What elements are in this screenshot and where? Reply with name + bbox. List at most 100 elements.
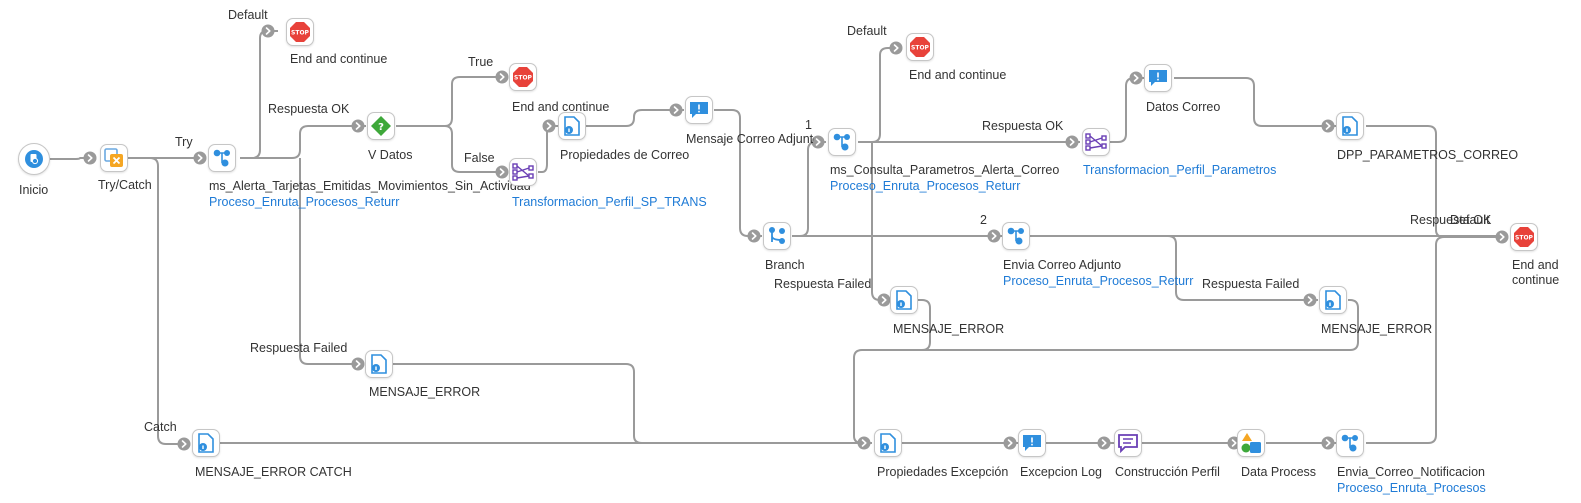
svg-text:?: ?: [378, 122, 384, 133]
edge-label-respuesta-failed-2: Respuesta Failed: [774, 277, 872, 291]
notify-icon: [1118, 434, 1138, 453]
transformacion-sp-label[interactable]: Transformacion_Perfil_SP_TRANS: [512, 195, 707, 209]
v-datos-decision-shape[interactable]: ?: [367, 112, 395, 140]
construccion-perfil-shape[interactable]: [1114, 429, 1142, 457]
edge-label-respuesta-failed-3: Respuesta Failed: [1202, 277, 1300, 291]
mensaje-error-catch-label: MENSAJE_ERROR CATCH: [195, 465, 352, 479]
connector-icon: [833, 133, 850, 151]
map-icon: [1085, 133, 1107, 151]
ms-alerta-sublabel[interactable]: Proceso_Enruta_Procesos_Returr: [209, 195, 400, 209]
edge-label-branch-2: 2: [980, 213, 987, 227]
edge-label-branch-1: 1: [805, 118, 812, 132]
try-catch-icon: [104, 148, 123, 167]
edge-label-catch: Catch: [144, 420, 177, 434]
mensaje-correo-shape[interactable]: [685, 96, 713, 124]
ms-consulta-connector-shape[interactable]: [828, 128, 856, 156]
decision-icon: ?: [371, 116, 391, 136]
stop-shape-true[interactable]: STOP: [509, 63, 537, 91]
svg-text:STOP: STOP: [911, 45, 930, 52]
envia-adjunto-connector-shape[interactable]: [1002, 222, 1030, 250]
propiedades-correo-shape[interactable]: [558, 112, 586, 140]
stop-shape-right[interactable]: STOP: [1510, 223, 1538, 251]
data-process-shape[interactable]: [1237, 429, 1265, 457]
ms-alerta-label: ms_Alerta_Tarjetas_Emitidas_Movimientos_…: [209, 179, 531, 193]
document-properties-icon: [880, 433, 896, 453]
stop-default-1-label: End and continue: [290, 52, 388, 66]
svg-text:STOP: STOP: [291, 30, 310, 37]
connector-icon: [1007, 227, 1024, 245]
edge-label-true: True: [468, 55, 494, 69]
edge-label-respuesta-ok-3: Respuesta OK: [1410, 213, 1492, 227]
stop-right-label: End and continue: [1512, 258, 1560, 287]
stop-sign-icon: STOP: [1514, 227, 1534, 247]
dpp-parametros-shape[interactable]: [1336, 112, 1364, 140]
stop-true-label: End and continue: [512, 100, 610, 114]
connector-icon: [213, 149, 230, 167]
mensaje-correo-label: Mensaje Correo Adjunto: [686, 132, 814, 146]
connector-icon: [1341, 434, 1358, 452]
stop-sign-icon: STOP: [513, 67, 533, 87]
document-properties-icon: [564, 116, 580, 136]
transformacion-sp-map-shape[interactable]: [509, 158, 537, 186]
envia-notificacion-connector-shape[interactable]: [1336, 429, 1364, 457]
mensaje-error-3-shape[interactable]: [1319, 286, 1347, 314]
ms-consulta-sublabel[interactable]: Proceso_Enruta_Procesos_Returr: [830, 179, 1021, 193]
svg-text:STOP: STOP: [514, 75, 533, 82]
dpp-parametros-label: DPP_PARAMETROS_CORREO: [1337, 148, 1519, 162]
mensaje-error-catch-shape[interactable]: [192, 429, 220, 457]
document-properties-icon: [198, 433, 214, 453]
document-properties-icon: [896, 290, 912, 310]
message-icon: [1149, 70, 1167, 86]
ms-alerta-connector-shape[interactable]: [208, 144, 236, 172]
stop-default-2-label: End and continue: [909, 68, 1007, 82]
propiedades-correo-label: Propiedades de Correo: [560, 148, 690, 162]
edge-label-default-1: Default: [228, 8, 268, 22]
propiedades-excepcion-label: Propiedades Excepción: [877, 465, 1009, 479]
start-icon: [25, 150, 43, 168]
datos-correo-label: Datos Correo: [1146, 100, 1221, 114]
excepcion-log-shape[interactable]: [1018, 429, 1046, 457]
edge-label-respuesta-ok-2: Respuesta OK: [982, 119, 1064, 133]
map-icon: [512, 163, 534, 181]
excepcion-log-label: Excepcion Log: [1020, 465, 1103, 479]
stop-sign-icon: STOP: [290, 22, 310, 42]
mensaje-error-2-shape[interactable]: [890, 286, 918, 314]
edge-label-default-3: Default: [1450, 213, 1490, 227]
stop-shape-default-2[interactable]: STOP: [906, 33, 934, 61]
branch-icon: [769, 227, 785, 244]
branch-label: Branch: [765, 258, 805, 272]
data-process-icon: [1241, 433, 1261, 453]
start-label: Inicio: [19, 183, 49, 197]
try-catch-label: Try/Catch: [98, 178, 152, 192]
datos-correo-shape[interactable]: [1144, 64, 1172, 92]
edge-label-try: Try: [175, 135, 193, 149]
stop-shape-default-1[interactable]: STOP: [286, 18, 314, 46]
mensaje-error-1-shape[interactable]: [365, 350, 393, 378]
document-properties-icon: [371, 354, 387, 374]
mensaje-error-2-label: MENSAJE_ERROR: [893, 322, 1005, 336]
envia-adjunto-sublabel[interactable]: Proceso_Enruta_Procesos_Returr: [1003, 274, 1194, 288]
edge-label-false: False: [464, 151, 495, 165]
envia-adjunto-label: Envia Correo Adjunto: [1003, 258, 1122, 272]
edge-label-respuesta-ok-1: Respuesta OK: [268, 102, 350, 116]
edge-label-respuesta-failed-1: Respuesta Failed: [250, 341, 348, 355]
document-properties-icon: [1342, 116, 1358, 136]
mensaje-error-3-label: MENSAJE_ERROR: [1321, 322, 1433, 336]
propiedades-excepcion-shape[interactable]: [874, 429, 902, 457]
transformacion-param-label[interactable]: Transformacion_Perfil_Parametros: [1083, 163, 1277, 177]
envia-notificacion-sublabel[interactable]: Proceso_Enruta_Procesos: [1337, 481, 1486, 495]
message-icon: [690, 102, 708, 118]
branch-shape[interactable]: [763, 222, 791, 250]
edge-label-default-2: Default: [847, 24, 887, 38]
transformacion-param-map-shape[interactable]: [1082, 128, 1110, 156]
connection-ports: [83, 24, 1509, 451]
envia-notificacion-label: Envia_Correo_Notificacion: [1337, 465, 1485, 479]
message-icon: [1023, 435, 1041, 451]
stop-sign-icon: STOP: [910, 37, 930, 57]
start-shape[interactable]: [18, 143, 50, 175]
try-catch-shape[interactable]: [100, 144, 128, 172]
mensaje-error-1-label: MENSAJE_ERROR: [369, 385, 481, 399]
construccion-perfil-label: Construcción Perfil: [1115, 465, 1220, 479]
